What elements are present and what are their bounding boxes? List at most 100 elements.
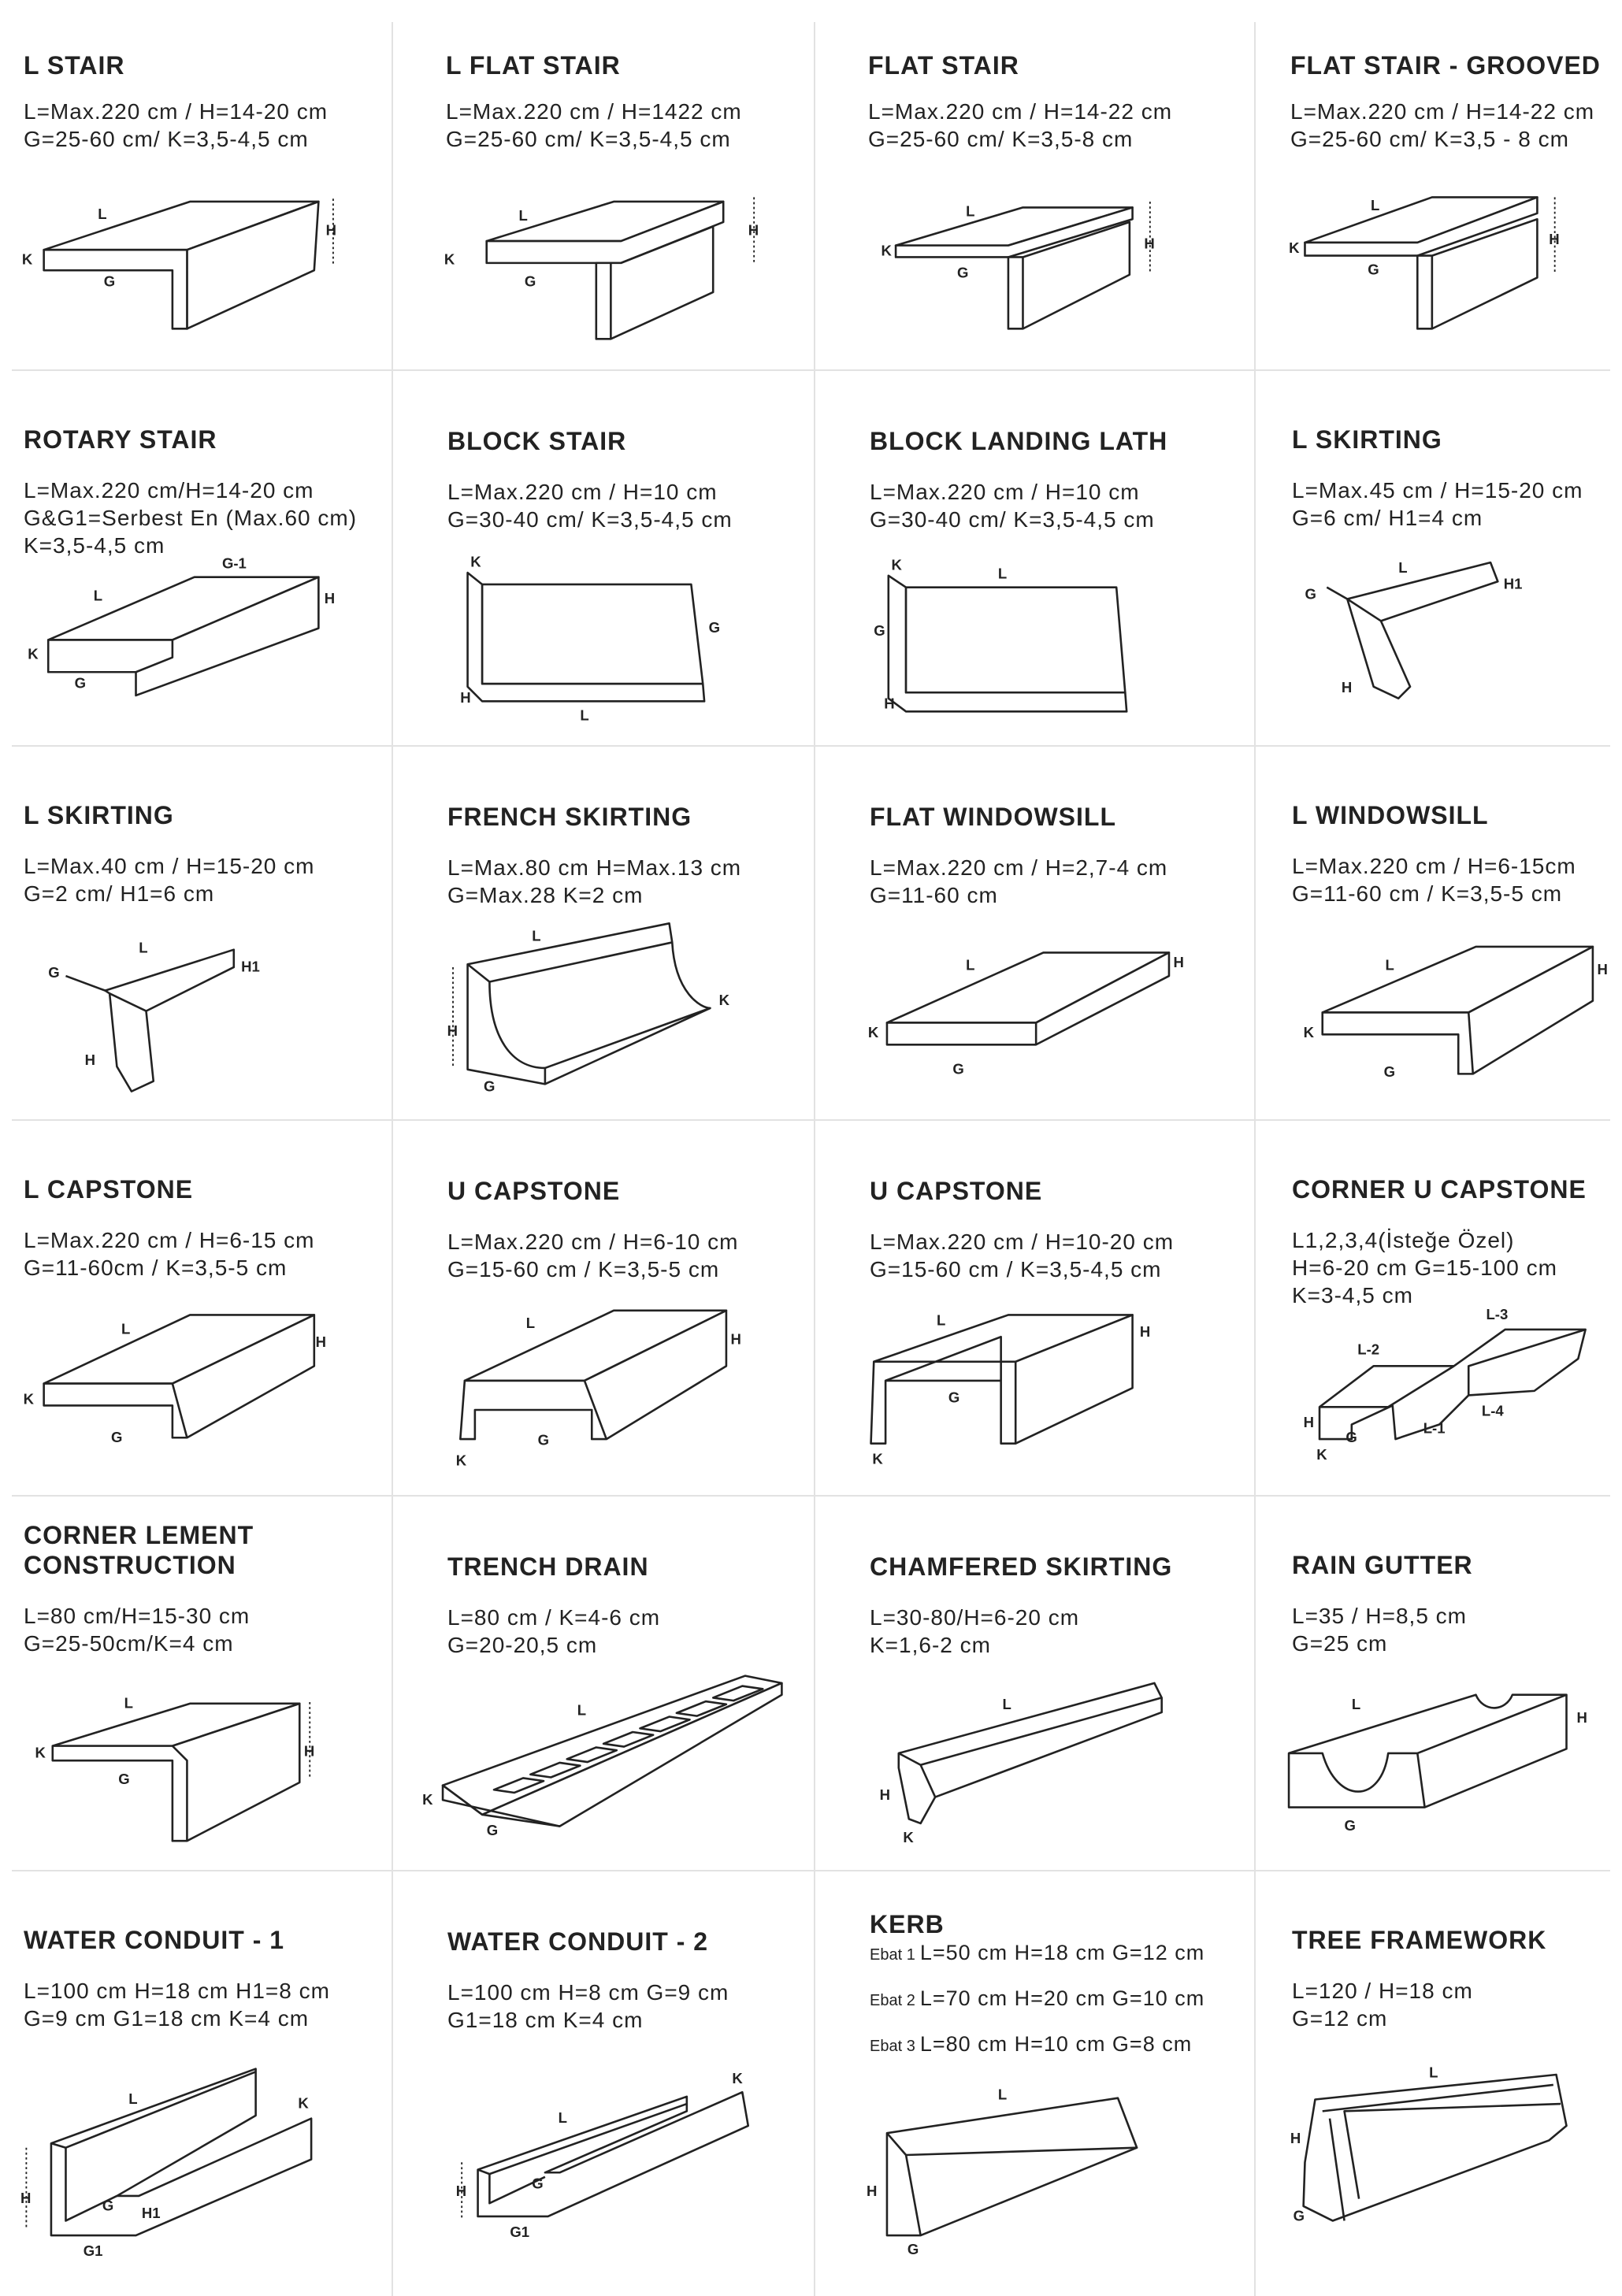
product-card-trench-drain: TRENCH DRAIN L=80 cm / K=4-6 cm G=20-20,5 … [392, 1495, 814, 1870]
spec-line: L1,2,3,4(İsteğe Özel) [1292, 1226, 1622, 1254]
spec-line: L=80 cm/H=15-30 cm [24, 1602, 392, 1630]
spec-line: G=25-50cm/K=4 cm [24, 1630, 392, 1657]
product-title-line: L FLAT STAIR [446, 51, 621, 80]
spec-line: L=Max.40 cm / H=15-20 cm [24, 852, 392, 880]
spec-line: G=15-60 cm / K=3,5-4,5 cm [870, 1256, 1254, 1283]
product-title: L CAPSTONE [24, 1143, 392, 1204]
spec-text: L=Max.40 cm / H=15-20 cm [24, 854, 315, 878]
spec-line: L=Max.220 cm / H=14-22 cm [868, 98, 1254, 125]
spec-text: G=12 cm [1292, 2006, 1388, 2031]
spec-line: H=6-20 cm G=15-100 cm [1292, 1254, 1622, 1282]
product-title-line: FLAT WINDOWSILL [870, 803, 1116, 831]
product-title: TREE FRAMEWORK [1292, 1894, 1622, 1955]
spec-text: G=30-40 cm/ K=3,5-4,5 cm [870, 507, 1155, 532]
product-title-line: WATER CONDUIT - 1 [24, 1926, 285, 1954]
spec-line: K=3,5-4,5 cm [24, 532, 392, 559]
spec-line: L=100 cm H=18 cm H1=8 cm [24, 1977, 392, 2005]
spec-line: G=25-60 cm/ K=3,5-8 cm [868, 125, 1254, 153]
product-card-water-conduit-1: WATER CONDUIT - 1 L=100 cm H=18 cm H1=8 c… [0, 1870, 392, 2296]
product-specs: L=Max.220 cm / H=10 cm G=30-40 cm/ K=3,5-… [447, 478, 814, 533]
product-title: WATER CONDUIT - 2 [447, 1895, 814, 1957]
spec-text: K=1,6-2 cm [870, 1633, 991, 1657]
product-title: TRENCH DRAIN [447, 1520, 814, 1582]
spec-line: G=2 cm/ H1=6 cm [24, 880, 392, 907]
product-title: ROTARY STAIR [24, 393, 392, 454]
spec-line: G=25-60 cm/ K=3,5-4,5 cm [446, 125, 814, 153]
spec-text: L=Max.220 cm/H=14-20 cm [24, 478, 314, 503]
product-title-line: L SKIRTING [24, 801, 174, 829]
spec-text: L=Max.220 cm / H=10-20 cm [870, 1230, 1175, 1254]
product-title-line: FLAT STAIR [868, 51, 1019, 80]
product-title: L WINDOWSILL [1292, 769, 1622, 830]
product-card-block-landing-lath: BLOCK LANDING LATH L=Max.220 cm / H=10 cm… [814, 369, 1254, 745]
spec-text: G=11-60 cm / K=3,5-5 cm [1292, 881, 1563, 906]
spec-text: G=11-60 cm [870, 883, 998, 907]
spec-line: G=11-60 cm / K=3,5-5 cm [1292, 880, 1622, 907]
product-title-line: BLOCK LANDING LATH [870, 427, 1168, 455]
spec-text: K=3-4,5 cm [1292, 1283, 1413, 1307]
product-title: KERB [870, 1878, 1254, 1939]
spec-text: L=Max.220 cm / H=10 cm [447, 480, 718, 504]
size-prefix: Ebat 2 [870, 1992, 915, 2009]
spec-text: L=Max.220 cm / H=6-10 cm [447, 1230, 739, 1254]
spec-text: L=Max.220 cm / H=14-20 cm [24, 99, 328, 124]
product-title: BLOCK LANDING LATH [870, 395, 1254, 456]
spec-line: G=Max.28 K=2 cm [447, 881, 814, 909]
spec-text: G=Max.28 K=2 cm [447, 883, 644, 907]
product-title: WATER CONDUIT - 1 [24, 1894, 392, 1955]
spec-text: L=35 / H=8,5 cm [1292, 1604, 1468, 1628]
product-title-line: CONSTRUCTION [24, 1551, 236, 1579]
spec-text: L=80 cm H=10 cm G=8 cm [919, 2032, 1193, 2056]
product-title-line: ROTARY STAIR [24, 425, 217, 454]
spec-text: G=9 cm G1=18 cm K=4 cm [24, 2006, 310, 2031]
spec-text: G=30-40 cm/ K=3,5-4,5 cm [447, 507, 733, 532]
product-card-flat-windowsill: FLAT WINDOWSILL L=Max.220 cm / H=2,7-4 cm… [814, 745, 1254, 1119]
product-title: FLAT STAIR - GROOVED [1290, 19, 1622, 80]
spec-line: G=25-60 cm/ K=3,5 - 8 cm [1290, 125, 1622, 153]
product-title: BLOCK STAIR [447, 395, 814, 456]
spec-text: G=11-60cm / K=3,5-5 cm [24, 1256, 288, 1280]
product-title: L SKIRTING [1292, 393, 1622, 454]
spec-text: G=20-20,5 cm [447, 1633, 598, 1657]
product-specs: L=80 cm / K=4-6 cm G=20-20,5 cm [447, 1604, 814, 1659]
spec-line: L=Max.220 cm/H=14-20 cm [24, 477, 392, 504]
spec-text: L=Max.220 cm / H=6-15cm [1292, 854, 1576, 878]
product-title-line: CORNER U CAPSTONE [1292, 1175, 1587, 1204]
spec-line: L=120 / H=18 cm [1292, 1977, 1622, 2005]
spec-text: L=80 cm/H=15-30 cm [24, 1604, 251, 1628]
product-title: CHAMFERED SKIRTING [870, 1520, 1254, 1582]
spec-line: L=Max.45 cm / H=15-20 cm [1292, 477, 1622, 504]
spec-text: H=6-20 cm G=15-100 cm [1292, 1256, 1557, 1280]
product-title-line: CHAMFERED SKIRTING [870, 1552, 1173, 1581]
size-prefix: Ebat 3 [870, 2038, 915, 2055]
product-title-line: L WINDOWSILL [1292, 801, 1489, 829]
spec-text: L=80 cm / K=4-6 cm [447, 1605, 661, 1630]
spec-line: L=Max.220 cm / H=14-20 cm [24, 98, 392, 125]
spec-text: G=25-60 cm/ K=3,5-8 cm [868, 127, 1134, 151]
spec-text: G1=18 cm K=4 cm [447, 2008, 644, 2032]
spec-line: G=15-60 cm / K=3,5-5 cm [447, 1256, 814, 1283]
product-title-line: KERB [870, 1910, 945, 1938]
spec-text: L=30-80/H=6-20 cm [870, 1605, 1080, 1630]
spec-text: L=Max.220 cm / H=1422 cm [446, 99, 742, 124]
spec-text: G&G1=Serbest En (Max.60 cm) [24, 506, 358, 530]
spec-line: G=25 cm [1292, 1630, 1622, 1657]
